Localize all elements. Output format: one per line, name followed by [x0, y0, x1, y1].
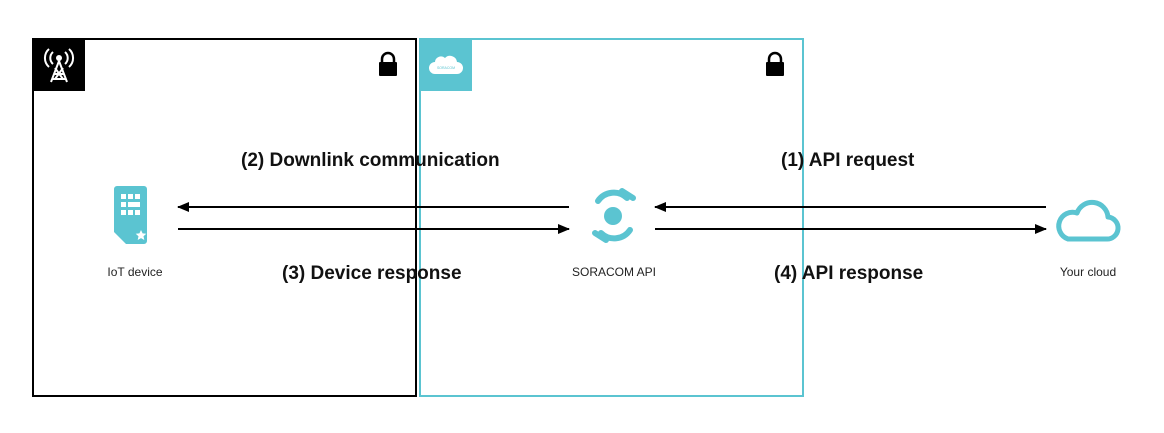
badge-text: SORACOM: [437, 66, 455, 70]
lock-icon: [379, 51, 397, 76]
soracom-boundary: [419, 38, 804, 397]
sim-card-icon: [114, 186, 147, 244]
api-response-label: (4) API response: [774, 263, 924, 284]
device-response-label: (3) Device response: [282, 263, 462, 284]
cell-tower-icon: [33, 39, 85, 91]
iot-device-label: IoT device: [107, 265, 163, 279]
soracom-cloud-icon: SORACOM: [420, 39, 472, 91]
downlink-label: (2) Downlink communication: [241, 150, 500, 171]
soracom-api-label: SORACOM API: [571, 265, 657, 279]
lock-icon: [766, 51, 784, 76]
soracom-api-icon: [592, 188, 636, 243]
network-boundary: [32, 38, 417, 397]
api-request-label: (1) API request: [781, 150, 915, 171]
your-cloud-label: Your cloud: [1059, 265, 1117, 279]
cloud-icon: [1056, 199, 1121, 242]
